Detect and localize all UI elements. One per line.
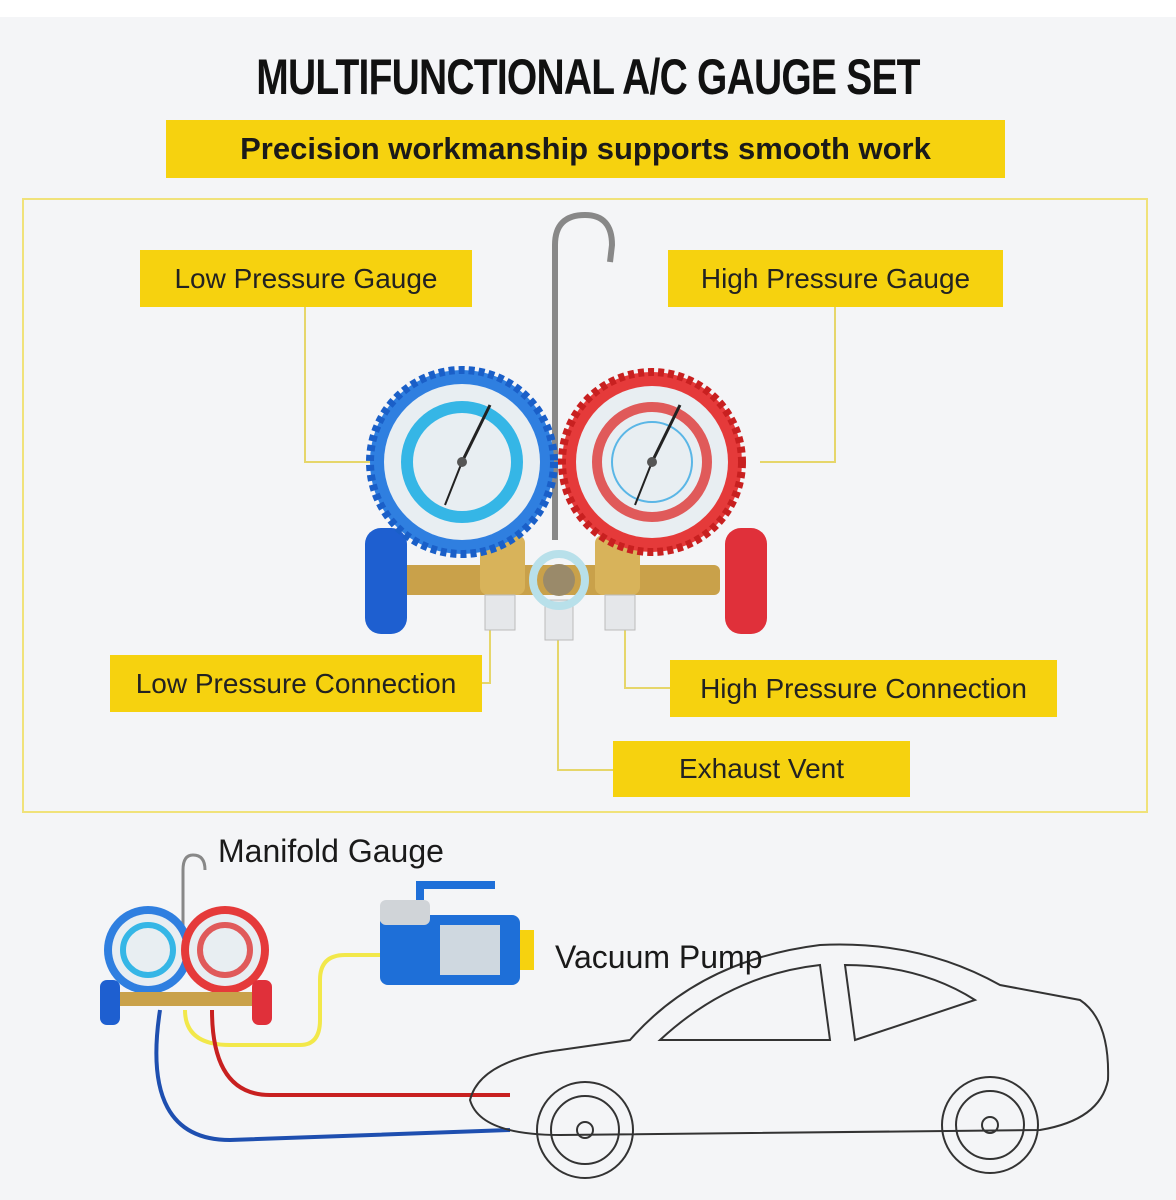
low-knob [365, 528, 407, 634]
blue-hose [154, 1009, 511, 1143]
label-exhaust-vent: Exhaust Vent [613, 741, 910, 797]
leader-lines [304, 307, 836, 771]
hook-icon [552, 211, 616, 540]
caption-vacuum-pump: Vacuum Pump [555, 939, 763, 975]
top-strip [0, 0, 1176, 17]
high-knob [725, 528, 767, 634]
label-high-pressure-connection: High Pressure Connection [670, 660, 1057, 717]
label-low-pressure-connection: Low Pressure Connection [110, 655, 482, 712]
subtitle-banner: Precision workmanship supports smooth wo… [166, 120, 1005, 178]
caption-manifold-gauge: Manifold Gauge [218, 833, 444, 869]
vacuum-pump-icon [380, 881, 534, 985]
yellow-hose [183, 953, 390, 1047]
car-outline-icon [468, 943, 1110, 1179]
label-high-pressure-gauge: High Pressure Gauge [668, 250, 1003, 307]
red-hose [210, 1009, 510, 1097]
label-low-pressure-gauge: Low Pressure Gauge [140, 250, 472, 307]
diagram-frame [22, 198, 1148, 813]
page-title: MULTIFUNCTIONAL A/C GAUGE SET [256, 49, 920, 105]
small-manifold-icon [100, 853, 272, 1025]
low-pressure-gauge-icon [366, 366, 558, 558]
high-pressure-gauge-icon [558, 368, 746, 556]
